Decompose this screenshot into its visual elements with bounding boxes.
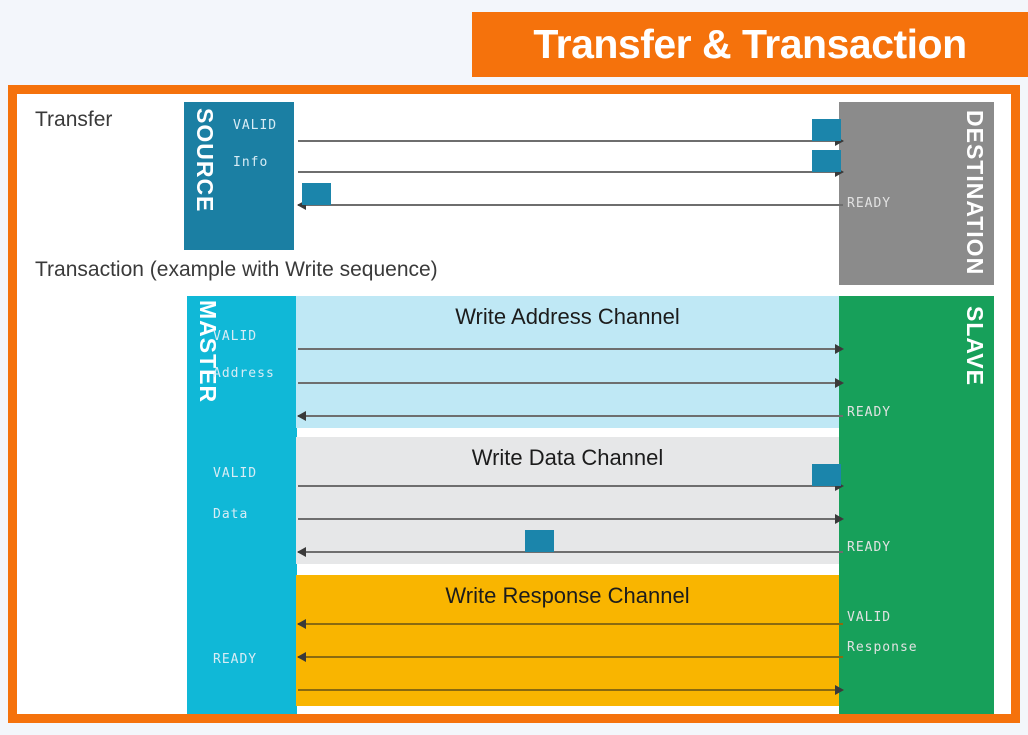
address-arrow-ready [297, 411, 843, 421]
signal-slave-response: Response [847, 640, 918, 655]
address-arrow-address [298, 378, 844, 388]
source-box-label: SOURCE [192, 108, 218, 213]
handshake-marker-data-valid [812, 464, 841, 486]
signal-master-address: Address [213, 366, 275, 381]
title-banner: Transfer & Transaction [472, 12, 1028, 77]
master-box-label: MASTER [195, 300, 221, 404]
channel-band-write-data: Write Data Channel [296, 437, 839, 564]
transfer-arrow-info [298, 167, 844, 177]
destination-box-label: DESTINATION [962, 110, 988, 276]
signal-source-info: Info [233, 155, 269, 170]
transfer-arrow-ready [297, 200, 843, 210]
slave-box-label: SLAVE [962, 306, 988, 386]
signal-master-data: Data [213, 507, 249, 522]
slave-box: SLAVE [839, 296, 994, 714]
channel-band-write-address: Write Address Channel [296, 296, 839, 428]
master-box: MASTER [187, 296, 297, 714]
data-arrow-ready [297, 547, 843, 557]
signal-slave-valid: VALID [847, 610, 892, 625]
diagram-canvas: Transfer SOURCE VALID Info DESTINATION R… [17, 94, 1011, 714]
response-arrow-ready [298, 685, 844, 695]
signal-master-valid-data: VALID [213, 466, 258, 481]
response-arrow-response [297, 652, 843, 662]
channel-title-write-address: Write Address Channel [455, 304, 680, 329]
signal-master-valid-address: VALID [213, 329, 258, 344]
signal-master-ready: READY [213, 652, 258, 667]
destination-box: DESTINATION [839, 102, 994, 285]
diagram-frame: Transfer SOURCE VALID Info DESTINATION R… [8, 85, 1020, 723]
signal-source-valid: VALID [233, 118, 278, 133]
handshake-marker-valid [812, 119, 841, 141]
page-title: Transfer & Transaction [533, 21, 967, 67]
data-arrow-data [298, 514, 844, 524]
section-label-transaction: Transaction (example with Write sequence… [35, 258, 438, 281]
signal-slave-ready-address: READY [847, 405, 892, 420]
channel-band-write-response: Write Response Channel [296, 575, 839, 706]
data-arrow-valid [298, 481, 844, 491]
response-arrow-valid [297, 619, 843, 629]
handshake-marker-info [812, 150, 841, 172]
address-arrow-valid [298, 344, 844, 354]
handshake-marker-ready [302, 183, 331, 205]
transfer-arrow-valid [298, 136, 844, 146]
signal-slave-ready-data: READY [847, 540, 892, 555]
channel-title-write-response: Write Response Channel [445, 583, 690, 608]
source-box: SOURCE [184, 102, 294, 250]
handshake-marker-data-ready [525, 530, 554, 552]
signal-destination-ready: READY [847, 196, 892, 211]
channel-title-write-data: Write Data Channel [471, 445, 664, 470]
section-label-transfer: Transfer [35, 108, 113, 131]
